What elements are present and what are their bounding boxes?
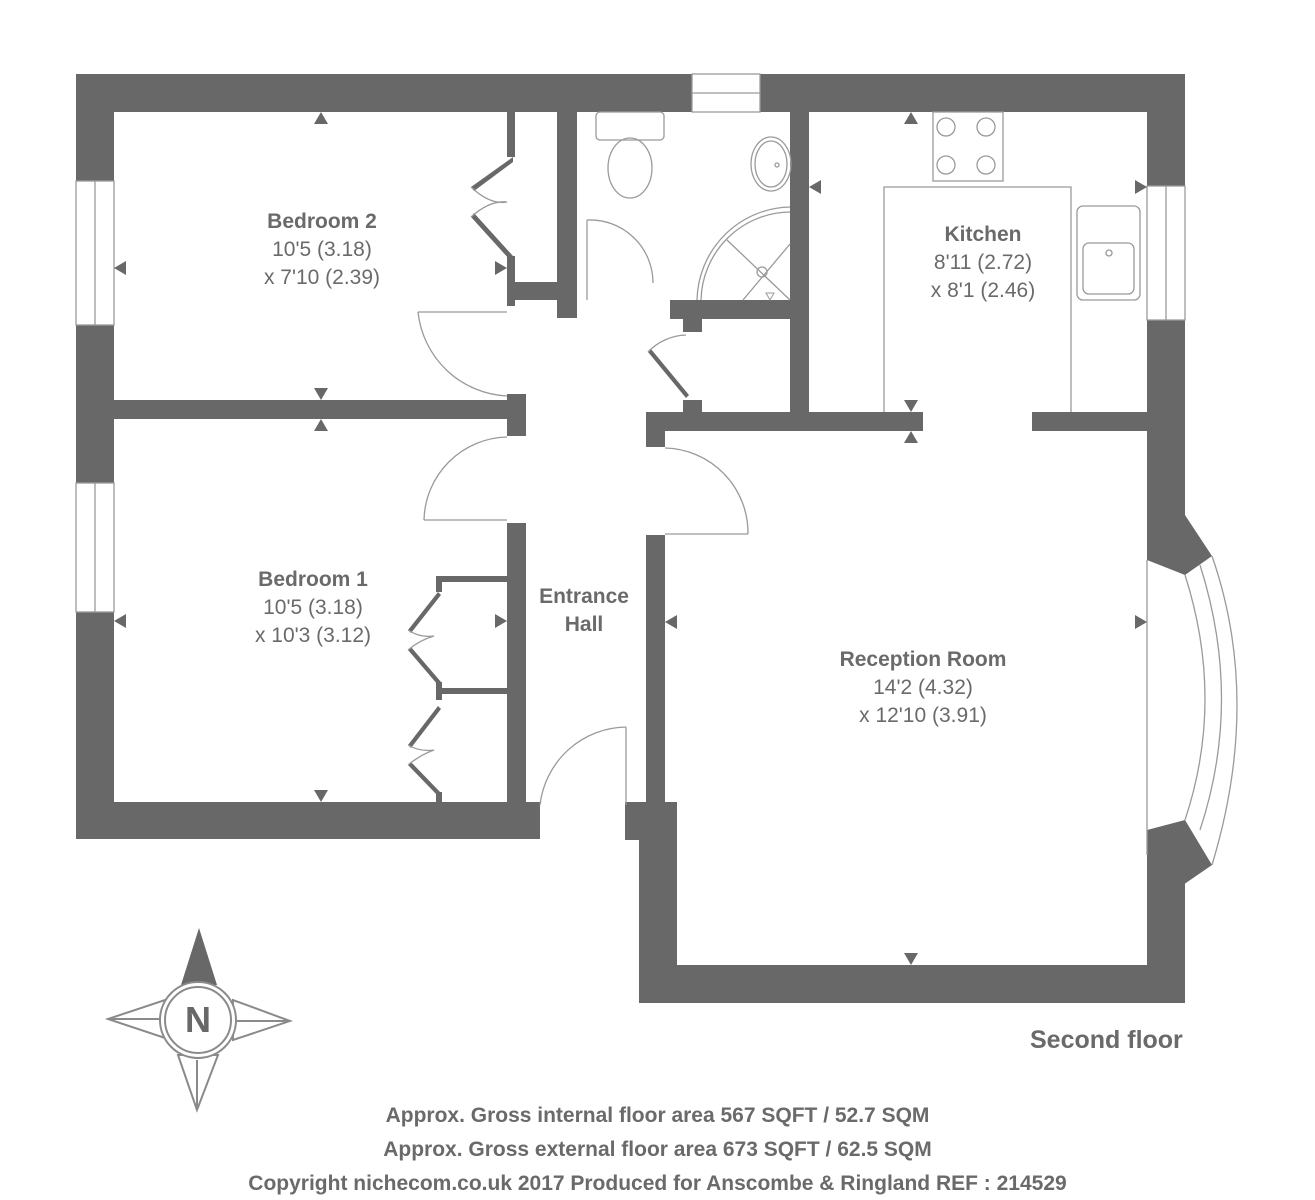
room-name: Kitchen (944, 223, 1022, 246)
room-entrance-hall: Entrance Hall (539, 583, 629, 639)
room-name: Reception Room (839, 648, 1007, 671)
internal-area-text: Approx. Gross internal floor area 567 SQ… (385, 1104, 930, 1127)
room-bedroom-2: Bedroom 2 10'5 (3.18) x 7'10 (2.39) (264, 208, 380, 292)
room-dimension: x 7'10 (2.39) (263, 266, 381, 289)
room-dimension: 14'2 (4.32) (873, 676, 973, 699)
room-kitchen: Kitchen 8'11 (2.72) x 8'1 (2.46) (931, 221, 1035, 305)
room-name: Bedroom 2 (267, 210, 377, 233)
room-dimension: 10'5 (3.18) (272, 238, 372, 261)
dimension-markers (114, 112, 1147, 965)
north-compass-icon (104, 928, 294, 1113)
room-name: Entrance (539, 585, 629, 608)
room-dimension: x 12'10 (3.91) (859, 704, 987, 727)
room-name: Hall (564, 613, 604, 636)
room-name: Bedroom 1 (258, 568, 368, 591)
external-area-text: Approx. Gross external floor area 673 SQ… (383, 1138, 932, 1161)
room-reception: Reception Room 14'2 (4.32) x 12'10 (3.91… (840, 646, 1007, 730)
room-dimension: 10'5 (3.18) (263, 596, 363, 619)
room-dimension: x 10'3 (3.12) (254, 624, 372, 647)
room-bedroom-1: Bedroom 1 10'5 (3.18) x 10'3 (3.12) (255, 566, 371, 650)
compass-letter: N (185, 999, 211, 1040)
copyright-text: Copyright nichecom.co.uk 2017 Produced f… (248, 1172, 1067, 1195)
fixtures (75, 73, 1238, 866)
room-dimension: x 8'1 (2.46) (930, 279, 1036, 302)
walls (76, 74, 1212, 1003)
room-dimension: 8'11 (2.72) (933, 251, 1033, 274)
floor-label: Second floor (1030, 1026, 1183, 1054)
